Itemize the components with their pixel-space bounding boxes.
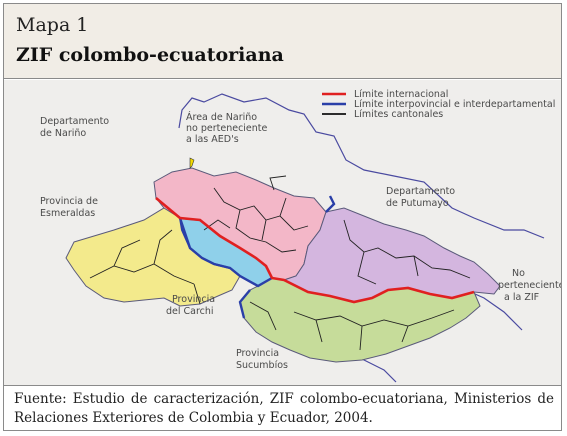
- label-area-narino-1: Área de Nariño: [186, 111, 257, 123]
- international-boundary: [155, 197, 475, 304]
- header-divider: [4, 78, 561, 79]
- map-figure: Mapa 1 ZIF colombo-ecuatoriana: [3, 3, 562, 431]
- figure-caption: Fuente: Estudio de caracterización, ZIF …: [14, 391, 554, 426]
- label-esmeraldas-1: Provincia de: [40, 196, 98, 207]
- label-putumayo-2: de Putumayo: [386, 198, 449, 209]
- label-narino-2: de Nariño: [40, 128, 86, 139]
- label-carchi-1: Provincia: [172, 294, 215, 305]
- label-no-zif-1: No: [512, 268, 525, 279]
- legend-label-cantonal: Límites cantonales: [354, 109, 443, 120]
- label-area-narino-3: a las AED's: [186, 134, 239, 145]
- area-narino-marker: [189, 157, 195, 169]
- label-no-zif-3: a la ZIF: [504, 292, 539, 303]
- interprovincial-boundaries: [178, 195, 336, 319]
- map-legend: Límite internacional Límite interpovinci…: [322, 89, 555, 120]
- label-no-zif-2: perteneciente: [498, 280, 561, 291]
- caption-divider: [4, 385, 561, 386]
- label-sucumbios-2: Sucumbíos: [236, 360, 288, 371]
- map-image: Límite internacional Límite interpovinci…: [4, 80, 561, 385]
- figure-header: Mapa 1 ZIF colombo-ecuatoriana: [4, 4, 561, 78]
- river-north: [178, 93, 545, 239]
- label-esmeraldas-2: Esmeraldas: [40, 208, 95, 219]
- label-narino-1: Departamento: [40, 116, 109, 127]
- cantonal-boundaries: [89, 175, 471, 351]
- map-svg: Límite internacional Límite interpovinci…: [40, 89, 561, 383]
- figure-number: Mapa 1: [16, 14, 89, 36]
- label-putumayo-1: Departamento: [386, 186, 455, 197]
- label-sucumbios-1: Provincia: [236, 348, 279, 359]
- figure-title: ZIF colombo-ecuatoriana: [16, 44, 284, 66]
- legend-label-international: Límite internacional: [354, 89, 448, 100]
- label-carchi-2: del Carchi: [166, 306, 214, 317]
- label-area-narino-2: no perteneciente: [186, 123, 268, 134]
- legend-label-interprovincial: Límite interpovincial e interdepartament…: [354, 99, 555, 110]
